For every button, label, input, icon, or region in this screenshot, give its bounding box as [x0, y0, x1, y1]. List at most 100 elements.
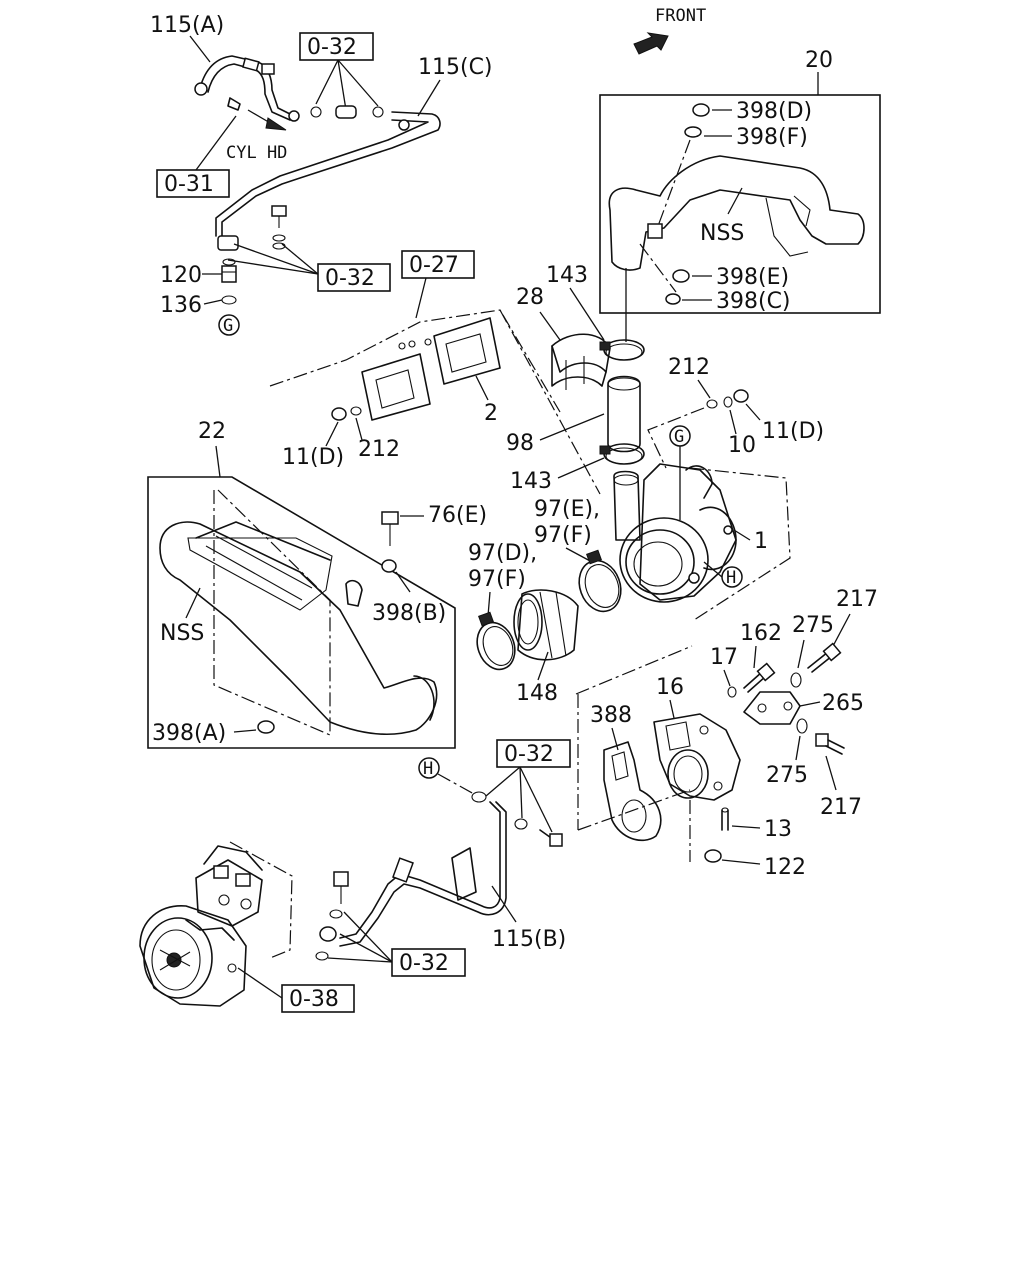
- ref-0-32-lower: 0-32: [504, 742, 554, 767]
- label-97f-right: 97(F): [534, 523, 592, 548]
- ref-box-0-32-bottom: [391, 948, 466, 977]
- label-120: 120: [160, 263, 202, 288]
- label-2: 2: [484, 401, 498, 426]
- circle-ref-h2-text: H: [423, 759, 433, 779]
- nut-11d-left: [331, 407, 347, 421]
- nut-398a: [257, 720, 275, 734]
- circle-ref-h1-text: H: [726, 568, 736, 588]
- ref-box-0-32-top: [299, 32, 374, 61]
- label-13: 13: [764, 817, 792, 842]
- label-76e: 76(E): [428, 503, 487, 528]
- label-11d-left: 11(D): [282, 445, 344, 470]
- hose-148: [513, 589, 579, 661]
- label-20: 20: [805, 48, 833, 73]
- washer-275-top: [790, 672, 802, 688]
- label-398d: 398(D): [736, 99, 812, 124]
- clamp-97d: [476, 611, 516, 671]
- label-1: 1: [754, 529, 768, 554]
- ref-0-38: 0-38: [289, 987, 339, 1012]
- washer-17: [727, 686, 737, 698]
- ref-0-32-bottom: 0-32: [399, 951, 449, 976]
- group-box-22: [147, 476, 456, 749]
- heat-shield-28: [551, 333, 611, 390]
- ref-box-0-38: [281, 984, 355, 1013]
- front-arrow-icon: [633, 32, 669, 55]
- label-388: 388: [590, 703, 632, 728]
- ref-0-32-mid: 0-32: [325, 266, 375, 291]
- bolt-lower: [539, 829, 563, 847]
- bolt-217-top: [807, 642, 842, 673]
- washer-136: [221, 295, 237, 305]
- label-398e: 398(E): [716, 265, 789, 290]
- label-115b: 115(B): [492, 927, 566, 952]
- label-162: 162: [740, 621, 782, 646]
- label-nss-2: NSS: [160, 621, 204, 646]
- label-97e: 97(E),: [534, 497, 600, 522]
- air-compressor: [139, 845, 263, 1007]
- bracket-265: [743, 691, 801, 725]
- label-212-left: 212: [358, 437, 400, 462]
- label-22: 22: [198, 419, 226, 444]
- sleeve-98: [607, 375, 641, 453]
- ref-0-32-top: 0-32: [307, 35, 357, 60]
- group-box-20: [599, 94, 881, 314]
- label-nss-1: NSS: [700, 221, 744, 246]
- washer-lower-1: [471, 791, 487, 803]
- ref-0-27: 0-27: [409, 253, 459, 278]
- washer-398f: [684, 126, 702, 138]
- ref-box-0-32-mid: [317, 263, 391, 292]
- label-97d: 97(D),: [468, 541, 537, 566]
- pipe-115a: [194, 55, 300, 122]
- circle-ref-h2: [418, 757, 440, 779]
- bolt-398c: [665, 293, 681, 305]
- bolt-fitting-115c: [271, 205, 287, 250]
- clamp-97e: [578, 549, 622, 613]
- label-143-top: 143: [546, 263, 588, 288]
- circle-ref-g1-text: G: [223, 316, 233, 336]
- pipe-115b: [339, 801, 507, 947]
- label-275-bottom: 275: [766, 763, 808, 788]
- cyl-hd-label: CYL HD: [226, 143, 287, 163]
- label-275-top: 275: [792, 613, 834, 638]
- label-212-right: 212: [668, 355, 710, 380]
- stud-13: [721, 807, 729, 831]
- pipe-115c: [215, 111, 441, 251]
- label-115a: 115(A): [150, 13, 224, 38]
- label-115c: 115(C): [418, 55, 493, 80]
- label-10: 10: [728, 433, 756, 458]
- gasket-2: [361, 317, 501, 421]
- label-398c: 398(C): [716, 289, 791, 314]
- hose-20: [608, 155, 865, 271]
- label-398b: 398(B): [372, 601, 446, 626]
- cyl-hd-arrow-icon: [265, 117, 287, 131]
- washer-212-left: [350, 406, 362, 416]
- nut-11d-right: [733, 389, 749, 403]
- washer-212-right: [706, 399, 718, 409]
- clamp-143-top: [599, 339, 645, 361]
- bolt-76e: [381, 511, 399, 546]
- bolt-fitting-115b: [315, 871, 349, 961]
- label-122: 122: [764, 855, 806, 880]
- ref-box-0-32-lower: [496, 739, 571, 768]
- intake-pipe-22: [159, 521, 438, 735]
- label-217-bottom: 217: [820, 795, 862, 820]
- lockwasher-10: [723, 396, 733, 408]
- label-97f-left: 97(F): [468, 567, 526, 592]
- label-143-bottom: 143: [510, 469, 552, 494]
- label-398f: 398(F): [736, 125, 808, 150]
- clamp-143-bottom: [599, 443, 645, 465]
- label-16: 16: [656, 675, 684, 700]
- label-398a: 398(A): [152, 721, 226, 746]
- nut-398d: [692, 103, 710, 117]
- label-265: 265: [822, 691, 864, 716]
- label-17: 17: [710, 645, 738, 670]
- ref-box-0-31: [156, 169, 230, 198]
- label-217-top: 217: [836, 587, 878, 612]
- label-28: 28: [516, 285, 544, 310]
- circle-ref-g2-text: G: [674, 427, 684, 447]
- nut-398b: [381, 559, 397, 573]
- label-11d-right: 11(D): [762, 419, 824, 444]
- bolt-162: [743, 662, 776, 693]
- label-136: 136: [160, 293, 202, 318]
